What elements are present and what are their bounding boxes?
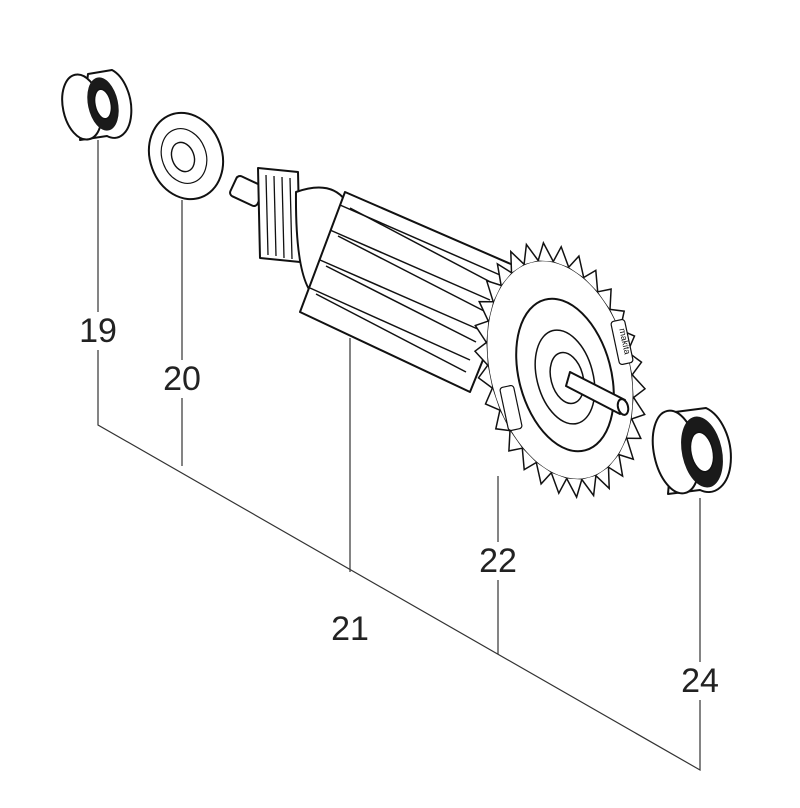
fan-tooth (566, 478, 583, 500)
fan-tooth (535, 462, 552, 486)
fan-tooth (484, 387, 501, 411)
fan-tooth (523, 242, 539, 265)
armature-21[interactable]: makita (229, 167, 657, 500)
fan-tooth (521, 448, 537, 471)
leader-lines (97, 140, 701, 772)
fan-tooth (508, 430, 523, 452)
callout-labels: 19 20 21 22 24 (72, 312, 726, 700)
fan-tooth (618, 438, 635, 461)
bearing-19[interactable] (57, 69, 133, 143)
fan-tooth (595, 467, 611, 491)
callout-20: 20 (163, 360, 201, 398)
fan-tooth (568, 254, 585, 278)
fan-22-body: makita (473, 240, 647, 500)
fan-tooth (626, 418, 642, 440)
fan-tooth (496, 262, 512, 286)
fan-tooth (494, 410, 511, 432)
fan-tooth (581, 475, 597, 498)
callout-21: 21 (331, 610, 369, 648)
fan-tooth (485, 279, 502, 302)
callout-22: 22 (479, 542, 517, 580)
callout-24: 24 (681, 662, 719, 700)
fan-tooth (477, 364, 493, 389)
fan-tooth (608, 454, 624, 478)
fan-tooth (478, 300, 494, 322)
fan-tooth (550, 472, 568, 496)
fan-tooth (597, 288, 612, 310)
bearing-24[interactable] (646, 406, 732, 497)
fan-tooth (583, 269, 599, 292)
fan-tooth (473, 341, 489, 366)
fan-tooth (537, 240, 554, 262)
fan-tooth (509, 249, 525, 273)
fan-tooth (474, 320, 489, 343)
washer-20[interactable] (137, 102, 235, 209)
callout-19: 19 (79, 312, 117, 350)
fan-tooth (631, 374, 647, 399)
fan-tooth (552, 244, 570, 268)
fan-tooth (631, 397, 646, 420)
